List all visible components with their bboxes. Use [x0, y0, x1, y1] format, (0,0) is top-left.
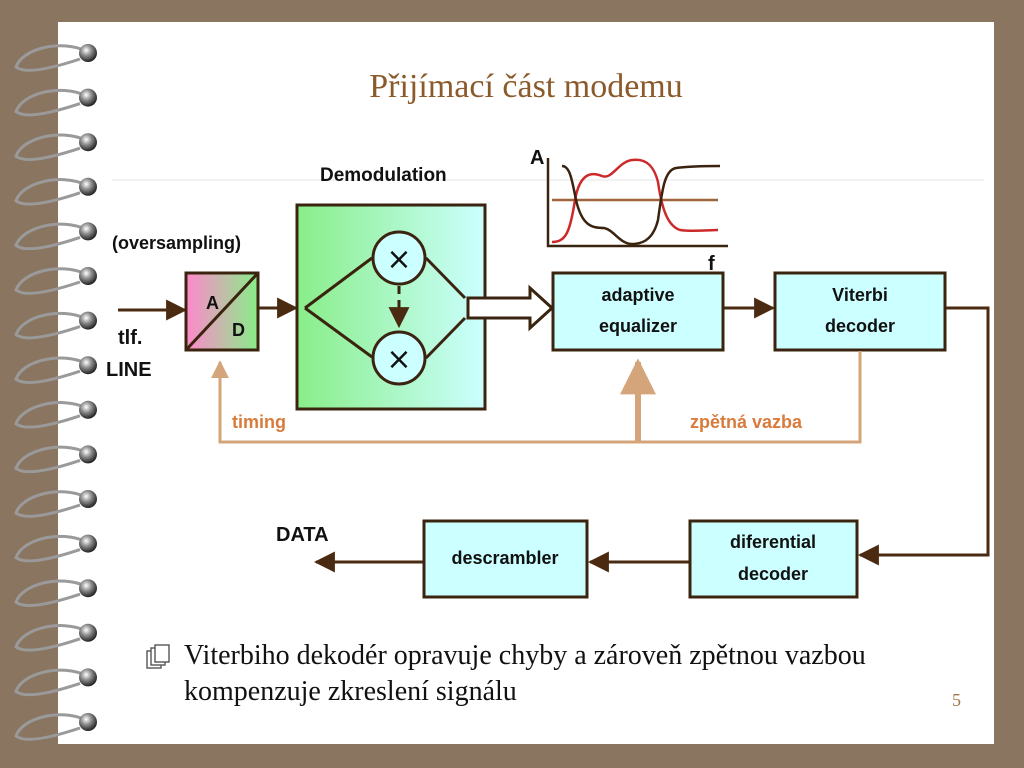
spiral-ring — [14, 88, 97, 117]
data-label: DATA — [276, 524, 329, 546]
spiral-ring — [14, 44, 97, 72]
diff-label-2: decoder — [738, 564, 808, 584]
equalizer-label-1: adaptive — [601, 285, 674, 305]
bullet-point: Viterbiho dekodér opravuje chyby a zárov… — [146, 638, 936, 710]
demodulation-label: Demodulation — [320, 165, 447, 186]
spiral-ring — [14, 490, 97, 518]
spiral-binding — [14, 44, 97, 741]
spiral-ring — [14, 668, 97, 697]
adaptive-equalizer-box: adaptive equalizer — [551, 271, 725, 352]
viterbi-to-diff-line — [857, 306, 990, 566]
frequency-response-graph: A f — [530, 147, 728, 275]
spiral-ring — [14, 311, 97, 340]
oversampling-label: (oversampling) — [112, 233, 241, 253]
graph-dark-curve — [561, 164, 721, 246]
spiral-ring — [14, 400, 97, 429]
line-label-tlf: tlf. — [118, 327, 142, 349]
descrambler-box: descrambler — [422, 519, 589, 599]
spiral-ring — [14, 623, 97, 652]
spiral-ring — [14, 222, 97, 251]
feedback-label: zpětná vazba — [690, 412, 803, 432]
spiral-ring — [14, 445, 97, 474]
slide-title: Přijímací část modemu — [369, 68, 683, 105]
graph-axes — [546, 158, 728, 248]
demodulation-block: × × — [295, 203, 487, 411]
spiral-ring — [14, 534, 97, 563]
spiral-ring — [14, 356, 97, 384]
multiplier-top-symbol: × — [386, 242, 411, 277]
multiplier-bottom-symbol: × — [386, 342, 411, 377]
multiplier-top — [371, 230, 427, 286]
spiral-ring — [14, 267, 97, 295]
viterbi-label-2: decoder — [825, 316, 895, 336]
bullet-text: Viterbiho dekodér opravuje chyby a zárov… — [184, 640, 866, 707]
descrambler-label: descrambler — [451, 548, 558, 568]
graph-y-label: A — [530, 147, 544, 169]
slide-page — [58, 22, 994, 744]
graph-x-label: f — [708, 253, 715, 275]
multiplier-bottom — [371, 330, 427, 386]
spiral-ring — [14, 177, 97, 206]
spiral-ring — [14, 133, 97, 161]
document-stack-icon — [146, 644, 170, 669]
adc-d-label: D — [232, 320, 245, 340]
viterbi-label-1: Viterbi — [832, 285, 888, 305]
equalizer-label-2: equalizer — [599, 316, 677, 336]
adc-a-label: A — [206, 293, 219, 313]
differential-decoder-box: diferential decoder — [688, 519, 859, 599]
spiral-ring — [14, 579, 97, 607]
viterbi-decoder-box: Viterbi decoder — [773, 271, 947, 352]
demod-to-equalizer-arrow — [466, 284, 555, 332]
ad-converter: A D — [184, 271, 260, 352]
line-label-line: LINE — [106, 359, 152, 381]
diff-label-1: diferential — [730, 532, 816, 552]
feedback-path: timing zpětná vazba — [211, 351, 862, 444]
page-number: 5 — [952, 690, 961, 710]
timing-label: timing — [232, 412, 286, 432]
spiral-ring — [14, 713, 97, 741]
